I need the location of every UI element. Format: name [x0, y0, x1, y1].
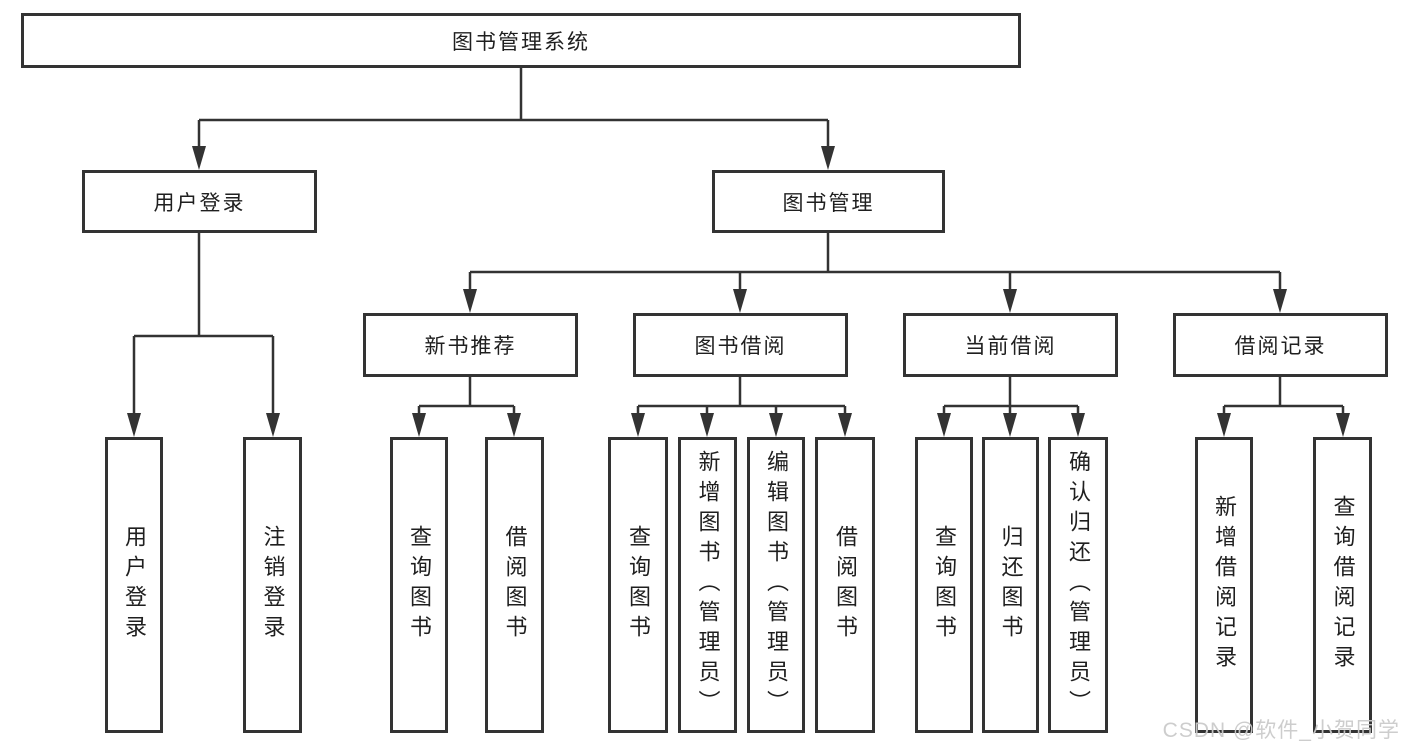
leaf-borrowing-add-books-admin: 新增图书（管理员） — [678, 437, 737, 733]
leaf-current-query-books: 查询图书 — [915, 437, 973, 733]
leaf-borrowing-edit-books-admin: 编辑图书（管理员） — [747, 437, 805, 733]
node-current-borrowing: 当前借阅 — [903, 313, 1118, 377]
leaf-records-query-borrow-record: 查询借阅记录 — [1313, 437, 1372, 733]
leaf-current-return-books: 归还图书 — [982, 437, 1039, 733]
leaf-recommend-query-books: 查询图书 — [390, 437, 448, 733]
leaf-borrowing-borrow-books: 借阅图书 — [815, 437, 875, 733]
node-book-management-label: 图书管理 — [782, 191, 875, 215]
leaf-logout: 注销登录 — [243, 437, 302, 733]
leaf-borrowing-query-books: 查询图书 — [608, 437, 668, 733]
node-borrow-records: 借阅记录 — [1173, 313, 1388, 377]
node-book-borrowing-label: 图书借阅 — [694, 335, 787, 358]
node-user-login-label: 用户登录 — [153, 191, 246, 215]
leaf-current-confirm-return-admin: 确认归还（管理员） — [1048, 437, 1108, 733]
leaf-records-add-borrow-record: 新增借阅记录 — [1195, 437, 1253, 733]
arrowheads — [127, 146, 1350, 437]
node-book-borrowing: 图书借阅 — [633, 313, 848, 377]
node-new-book-recommend-label: 新书推荐 — [424, 335, 517, 358]
node-current-borrowing-label: 当前借阅 — [964, 335, 1057, 358]
csdn-watermark: CSDN @软件_小贺同学 — [1162, 719, 1400, 742]
node-library-system-label: 图书管理系统 — [452, 30, 590, 54]
node-new-book-recommend: 新书推荐 — [363, 313, 578, 377]
node-user-login: 用户登录 — [82, 170, 317, 233]
node-borrow-records-label: 借阅记录 — [1234, 335, 1327, 358]
node-library-system: 图书管理系统 — [21, 13, 1021, 68]
node-book-management: 图书管理 — [712, 170, 945, 233]
leaf-user-login: 用户登录 — [105, 437, 163, 733]
leaf-recommend-borrow-books: 借阅图书 — [485, 437, 544, 733]
